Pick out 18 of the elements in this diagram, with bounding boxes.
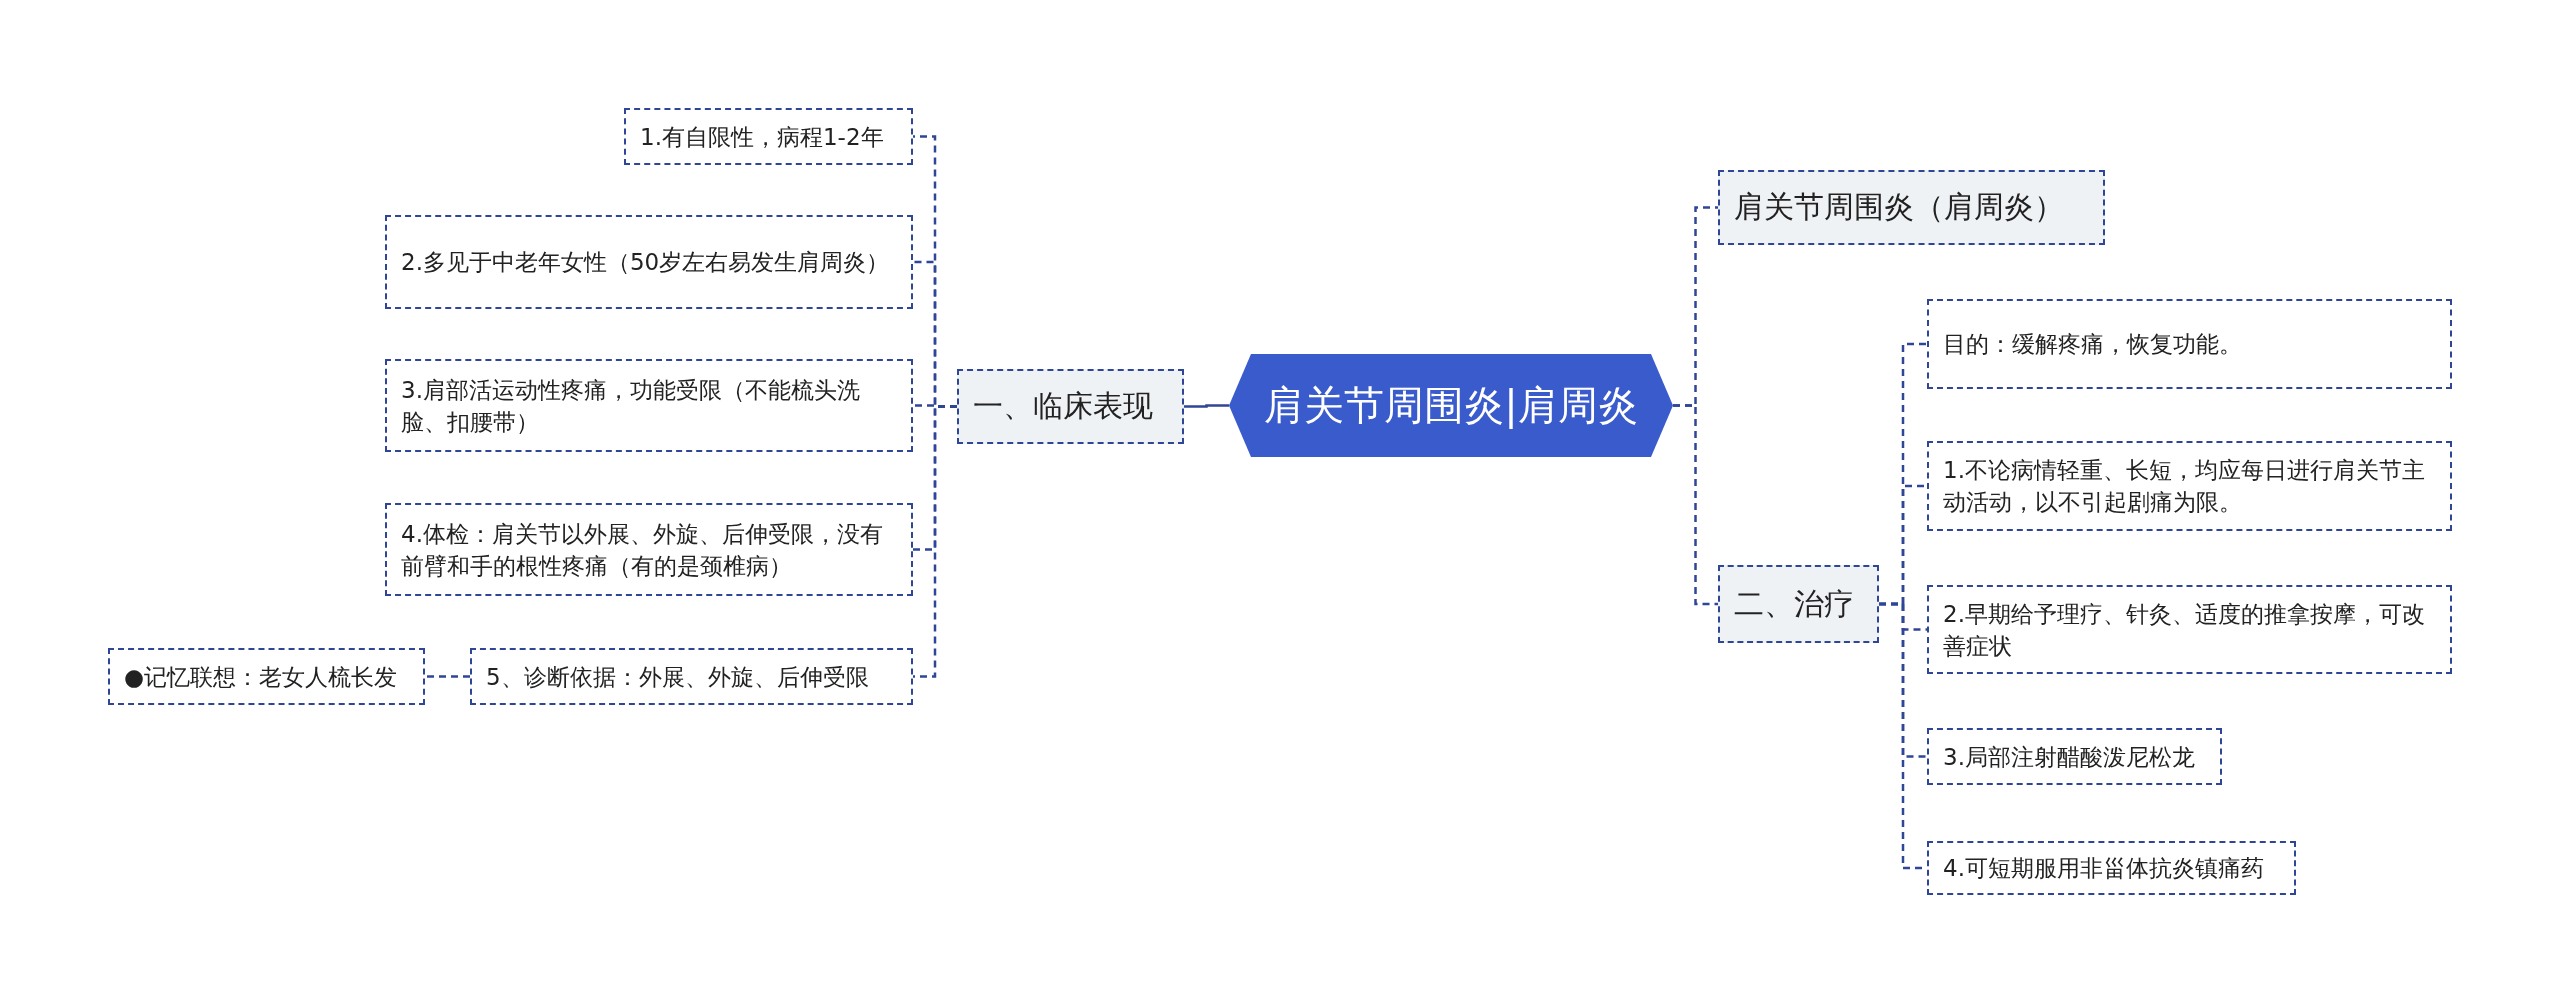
subtopic-box: 3.局部注射醋酸泼尼松龙 xyxy=(1927,728,2222,785)
central-topic: 肩关节周围炎|肩周炎 xyxy=(1229,354,1673,457)
subtopic-box: 1.不论病情轻重、长短，均应每日进行肩关节主动活动，以不引起剧痛为限。 xyxy=(1927,441,2452,531)
connector-line xyxy=(425,675,470,678)
connector-line xyxy=(1673,404,1718,606)
subtopic-box: ●记忆联想：老女人梳长发 xyxy=(108,648,425,705)
subtopic-box: 2.多见于中老年女性（50岁左右易发生肩周炎） xyxy=(385,215,913,309)
connector-line xyxy=(1184,404,1229,408)
subtopic-box: 4.体检：肩关节以外展、外旋、后伸受限，没有前臂和手的根性疼痛（有的是颈椎病） xyxy=(385,503,913,596)
subtopic-box: 目的：缓解疼痛，恢复功能。 xyxy=(1927,299,2452,389)
subtopic-box: 2.早期给予理疗、针灸、适度的推拿按摩，可改善症状 xyxy=(1927,585,2452,674)
subtopic-box: 4.可短期服用非甾体抗炎镇痛药 xyxy=(1927,841,2296,895)
subtopic-box: 1.有自限性，病程1-2年 xyxy=(624,108,913,165)
topic-box: 一、临床表现 xyxy=(957,369,1184,444)
topic-box: 肩关节周围炎（肩周炎） xyxy=(1718,170,2105,245)
subtopic-box: 5、诊断依据：外展、外旋、后伸受限 xyxy=(470,648,913,705)
topic-box: 二、治疗 xyxy=(1718,565,1879,643)
subtopic-box: 3.肩部活运动性疼痛，功能受限（不能梳头洗脸、扣腰带） xyxy=(385,359,913,452)
